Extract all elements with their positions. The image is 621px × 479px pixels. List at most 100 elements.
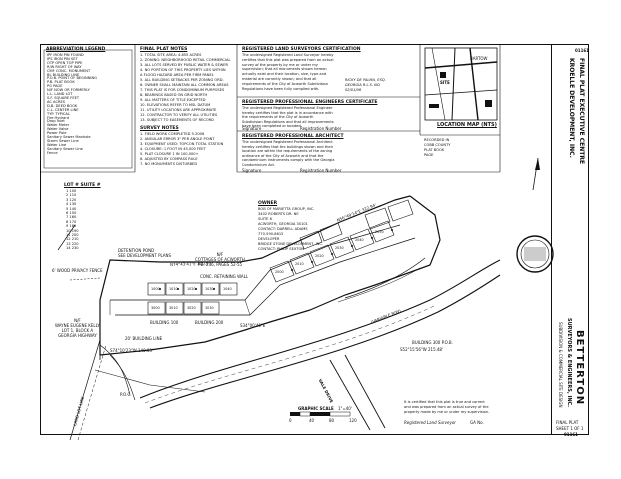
owner-lines: BOB OF MARIETTA GROUP, INC.3402 ROBERTS … <box>258 207 315 237</box>
recording-line: PAGE <box>424 153 434 157</box>
architect-cert-title: REGISTERED PROFESSIONAL ARCHITECT <box>242 134 344 139</box>
engineer-cert-line: hereby certifies that the plat is in acc… <box>242 110 333 115</box>
plat-note-line: 9. ALL MATTERS OF TITLE EXCEPTED <box>140 98 206 102</box>
engineer-cert-line: have been completed or bonded. <box>242 124 302 128</box>
parking-markers <box>159 229 393 290</box>
scale-tick-label: 80 <box>329 418 335 423</box>
unit-number: 2020 <box>315 254 324 258</box>
legend-item: S.F. SQUARE FEET <box>47 95 80 100</box>
scale-tick-label: 120 <box>349 418 357 423</box>
owner-line: CONTACT: DARRELL ADAMS <box>258 227 308 231</box>
bottom-cert-line: property made by me or under my supervis… <box>404 410 490 414</box>
location-map-road-label: BARTOW <box>470 56 488 61</box>
firm-services: SUBDIVISION & COMMERCIAL SITE DESIGN <box>558 322 563 408</box>
scale-tick-label: 40 <box>309 418 315 423</box>
building-line-label: 20' BUILDING LINE <box>125 336 163 341</box>
client-name: KROELLE DEVELOPMENT, INC. <box>568 58 575 158</box>
bearing-south-3: S52°15'56"W 215.48' <box>400 347 444 352</box>
surveyor-cert-line: actually exist and their location, size,… <box>242 72 327 77</box>
lot-table-row: 6 150 <box>66 211 77 216</box>
lot-table-row: 12 210 <box>66 237 79 242</box>
legend-item: PG PAGE <box>47 84 63 89</box>
legend-item: R/W RIGHT OF WAY <box>47 64 82 69</box>
plat-note-line: 13. SUBJECT TO EASEMENTS OF RECORD <box>140 118 214 122</box>
plat-note-line: 1. TOTAL SITE AREA: 4.855 ACRES <box>140 53 202 57</box>
legend-item: N/F NOW OR FORMERLY <box>47 88 90 93</box>
recording-line: RECORDED IN <box>424 138 450 142</box>
plat-note-line: 2. ZONING: NEIGHBORHOOD RETAIL COMMERCIA… <box>140 58 231 62</box>
architect-cert-line: The undersigned Registered Professional … <box>242 140 333 144</box>
poc-label: P.O.C. <box>120 392 132 397</box>
lot-table-row: 3 120 <box>66 197 77 202</box>
engineer-reg-label: Registration Number <box>300 126 342 131</box>
building-100-label: BUILDING 100 <box>150 320 179 325</box>
surveyor-cert-text: The undersigned Registered Land Surveyor… <box>242 53 334 91</box>
plat-note-line: 3. ALL LOTS SERVED BY PUBLIC WATER & SEW… <box>140 63 229 67</box>
north-arrow <box>532 157 540 191</box>
firm-name: BETTERTON <box>574 330 585 406</box>
lot-table-row: 4 130 <box>66 202 77 207</box>
developer-line: DEVELOPER <box>258 237 280 241</box>
bottom-certification: It is certified that this plat is true a… <box>404 400 489 415</box>
surveyor-signature-block: RICKY DE PALMA, ESQ.GEORGIA R.L.S. NO.02… <box>345 78 386 93</box>
owner-line: 3402 ROBERTS DR. NE <box>258 212 299 216</box>
legend-item: Drop Inlet <box>47 119 65 124</box>
location-map <box>424 47 498 121</box>
plat-note-line: 5. ALL BUILDING SETBACKS PER ZONING ORD. <box>140 78 224 82</box>
bottom-cert-sig: Registered Land Surveyor <box>404 420 456 425</box>
survey-note-line: 3. EQUIPMENT USED: TOPCON TOTAL STATION <box>140 142 224 146</box>
bottom-cert-reg: GA No. <box>470 420 484 425</box>
unit-number: 2010 <box>295 262 304 266</box>
owner-line: 770-590-8615 <box>258 232 284 236</box>
unit-number: 3010 <box>169 306 178 310</box>
legend-item: Sanitary Sewer Manhole <box>47 135 91 140</box>
architect-cert-line: condominium instruments comply with the … <box>242 158 335 162</box>
survey-note-line: 7. NO MONUMENTS DISTURBED <box>140 162 198 166</box>
survey-note-line: 1. FIELD WORK COMPLETED 5-2006 <box>140 132 205 136</box>
plat-note-line: 10. ELEVATIONS REFER TO MSL DATUM <box>140 103 211 107</box>
legend-item: BL BUILDING LINE <box>47 72 80 77</box>
plat-note-line: 4. NO PORTION OF THIS PROPERTY LIES WITH… <box>140 68 226 72</box>
architect-cert-text: The undersigned Registered Professional … <box>242 140 334 167</box>
unit-number: 3030 <box>205 306 214 310</box>
engineer-cert-title: REGISTERED PROFESSIONAL ENGINEERS CERTIF… <box>242 100 378 105</box>
unit-number: 1030 <box>205 287 214 291</box>
engineer-cert-line: The undersigned Registered Professional … <box>242 106 333 110</box>
unit-number: 2030 <box>335 246 344 250</box>
detention-pond-label: DETENTION POND SEE DEVELOPMENT PLANS <box>118 248 172 258</box>
surveyor-cert-line: Regulations have been fully complied wit… <box>242 86 320 91</box>
plat-notes-title: FINAL PLAT NOTES <box>140 47 188 52</box>
plat-note-line: 7. THIS PLAT IS FOR CONDOMINIUM PURPOSES <box>140 88 225 92</box>
bottom-cert-line: and was prepared from an actual survey o… <box>404 405 489 409</box>
surveyor-sig-line: RICKY DE PALMA, ESQ. <box>345 78 386 82</box>
site-linework <box>57 195 501 441</box>
project-number: 01161 <box>564 432 578 437</box>
owner-line: BOB OF MARIETTA GROUP, INC. <box>258 207 315 211</box>
graphic-scale <box>290 411 351 417</box>
bearing-south-2: S34°00'46"E <box>240 323 266 328</box>
plat-note-line: 12. CONTRACTOR TO VERIFY ALL UTILITIES <box>140 113 218 117</box>
recording-line: PLAT BOOK <box>424 148 445 152</box>
survey-notes-title: SURVEY NOTES <box>140 126 179 131</box>
developer-line: BRIDGE STONE DEVELOPMENT, INC. <box>258 242 323 246</box>
lot-table-row: 14 230 <box>66 246 79 251</box>
unit-number: 1040 <box>223 287 232 291</box>
legend-item: TYP. TYPICAL <box>47 111 70 116</box>
unit-number: 1000 <box>151 287 160 291</box>
bearing-south-1: S74°10'23"W 140.03' <box>110 348 154 353</box>
surveyor-cert-line: The undersigned Registered Land Surveyor… <box>242 53 334 57</box>
graphic-scale-ratio: 1"=40' <box>338 406 352 411</box>
engineer-sig-label: Signature <box>242 126 262 131</box>
unit-number: 2040 <box>355 238 364 242</box>
legend-item: Water Line <box>47 142 67 147</box>
legend-item: CMF CONC. MONUMENT <box>47 68 91 73</box>
scale-tick-label: 0 <box>289 418 292 423</box>
project-title: FINAL PLAT EXECUTIVE CENTRE <box>578 58 585 165</box>
adjoiner-west-label: N/F WAYNE EUGENE KELLY LOT 1, BLOCK A GE… <box>55 318 100 338</box>
surveyor-sig-line: GEORGIA R.L.S. NO. <box>345 83 381 87</box>
architect-reg-label: Registration Number <box>300 168 342 173</box>
lot-table-row: 2 110 <box>66 193 77 198</box>
legend-item: L.L. LAND LOT <box>47 92 73 97</box>
